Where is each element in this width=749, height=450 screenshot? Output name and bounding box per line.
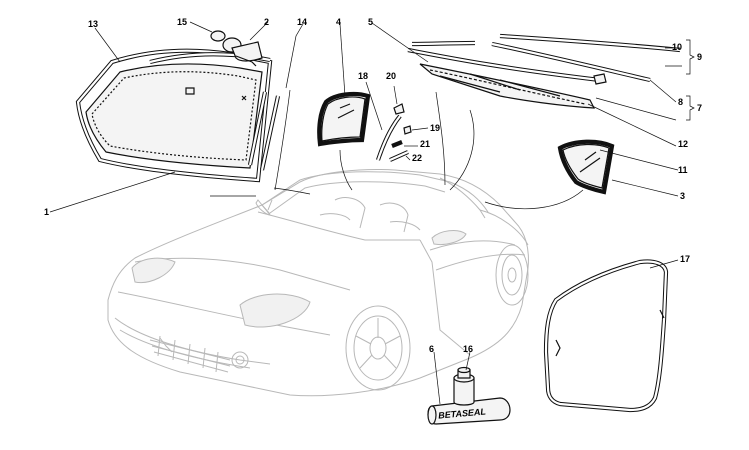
sealant-label: BETASEAL xyxy=(438,406,487,420)
callout-12: 12 xyxy=(678,139,688,149)
callout-2: 2 xyxy=(264,17,269,27)
quarter-glass-left xyxy=(317,91,371,147)
callout-4: 4 xyxy=(336,17,341,27)
callout-1: 1 xyxy=(44,207,49,217)
car-body xyxy=(107,169,529,397)
sealant-tube: BETASEAL xyxy=(427,397,511,425)
roof-glass-group xyxy=(407,33,681,109)
callout-10: 10 xyxy=(672,42,682,52)
rear-wheel xyxy=(495,244,529,306)
leader-lines xyxy=(49,21,695,405)
callout-5: 5 xyxy=(368,17,373,27)
callout-16: 16 xyxy=(463,344,473,354)
front-wheel xyxy=(345,305,411,391)
callout-labels: 13 15 2 14 4 5 10 9 8 7 12 11 3 17 18 20… xyxy=(44,17,702,354)
callout-19: 19 xyxy=(430,123,440,133)
callout-11: 11 xyxy=(678,165,688,175)
grille xyxy=(149,335,231,373)
rearview-mirror xyxy=(210,30,263,67)
callout-7: 7 xyxy=(697,103,702,113)
callout-20: 20 xyxy=(386,71,396,81)
windscreen-group xyxy=(75,48,281,183)
door-seal xyxy=(543,259,669,413)
quarter-glass-right xyxy=(557,139,615,195)
callout-21: 21 xyxy=(420,139,430,149)
callout-18: 18 xyxy=(358,71,368,81)
callout-15: 15 xyxy=(177,17,187,27)
callout-14: 14 xyxy=(297,17,307,27)
callout-8: 8 xyxy=(678,97,683,107)
callout-17: 17 xyxy=(680,254,690,264)
callout-6: 6 xyxy=(429,344,434,354)
callout-13: 13 xyxy=(88,19,98,29)
callout-22: 22 xyxy=(412,153,422,163)
callout-9: 9 xyxy=(697,52,702,62)
primer-bottle xyxy=(453,366,475,406)
door-trim-group xyxy=(376,103,412,162)
callout-3: 3 xyxy=(680,191,685,201)
